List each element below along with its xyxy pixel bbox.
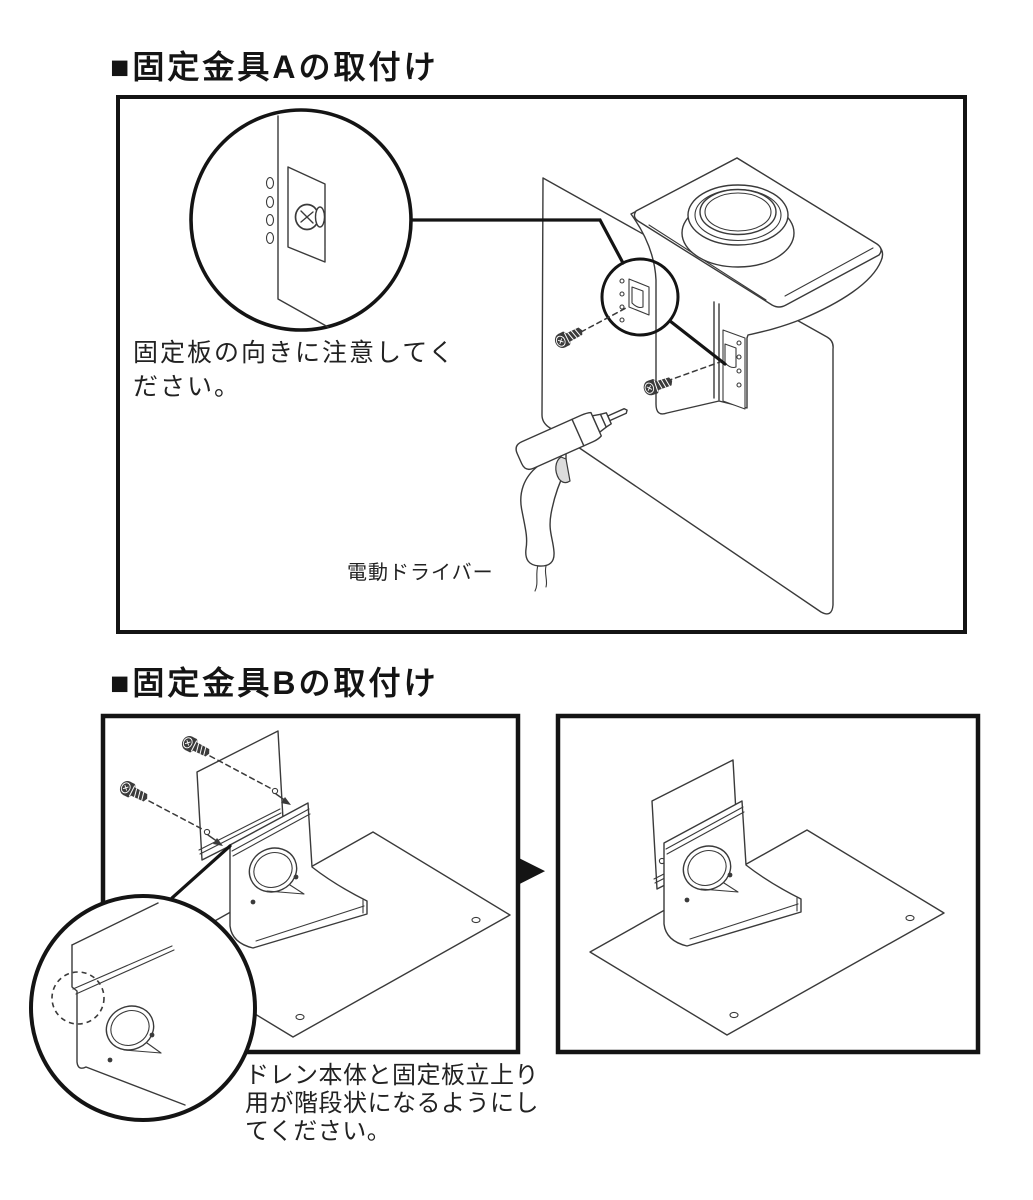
callout-line <box>170 844 232 900</box>
step-note-line3: てください。 <box>245 1118 392 1145</box>
section-a-heading: ■固定金具Aの取付け <box>110 49 439 85</box>
orientation-note-line2: ださい。 <box>133 373 242 401</box>
orientation-note: 固定板の向きに注意してく ださい。 <box>133 336 456 404</box>
orientation-note-line1: 固定板の向きに注意してく <box>133 339 456 367</box>
highlight-circle <box>600 257 680 337</box>
dashed-guide <box>209 755 271 789</box>
step-note-line2: 用が階段状になるようにし <box>245 1090 539 1117</box>
drain-body <box>619 157 884 415</box>
dashed-guide <box>666 361 721 382</box>
bracket-b-illustration <box>29 713 981 1122</box>
dashed-guide <box>580 307 627 333</box>
bracket-a-illustration <box>189 108 884 615</box>
callout-line <box>409 218 727 366</box>
step-note-line1: ドレン本体と固定板立上り <box>245 1062 539 1089</box>
electric-screwdriver-icon <box>515 408 628 592</box>
collar <box>681 184 795 268</box>
magnifier-detail-a <box>189 108 413 332</box>
magnifier-detail-b <box>29 894 257 1122</box>
bracket-flange-left <box>619 278 650 323</box>
step-highlight-dashed-circle <box>51 971 105 1025</box>
dashed-guide <box>148 800 203 830</box>
section-b-heading: ■固定金具Bの取付け <box>110 665 439 701</box>
next-step-arrow-icon: ▶ <box>519 850 546 888</box>
insert-arrow-icon <box>207 793 291 846</box>
panel-b-left-drawing <box>29 730 511 1122</box>
bracket-flange-right <box>722 329 746 410</box>
step-note: ドレン本体と固定板立上り 用が階段状になるようにし てください。 <box>245 1062 539 1146</box>
drill-label: 電動ドライバー <box>347 562 494 584</box>
